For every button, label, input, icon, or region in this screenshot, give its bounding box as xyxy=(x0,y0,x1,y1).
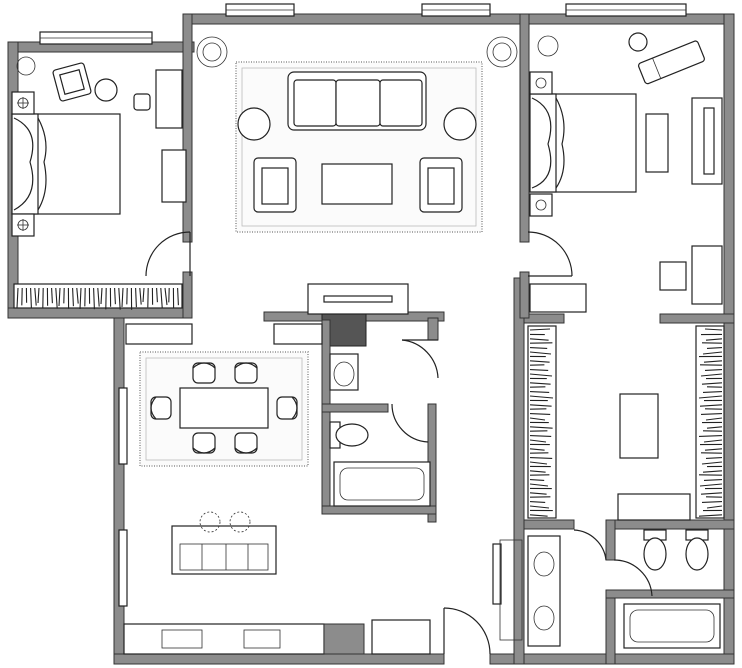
closet-west-rod xyxy=(16,287,179,310)
hanger xyxy=(121,287,124,308)
kitchen-island xyxy=(171,525,277,575)
hanger xyxy=(529,514,548,517)
hanger xyxy=(142,287,145,303)
dining-chair xyxy=(192,432,216,454)
hanger xyxy=(705,457,723,459)
hanger xyxy=(703,479,723,481)
hanger xyxy=(37,287,40,304)
hanger xyxy=(160,287,163,308)
hanger xyxy=(529,369,549,371)
hanger xyxy=(529,461,548,465)
hanger xyxy=(700,413,723,415)
dining-chair xyxy=(234,432,258,454)
hanger xyxy=(701,501,723,503)
dining-chair xyxy=(192,362,216,384)
hanger xyxy=(698,435,723,437)
hanger xyxy=(34,287,37,306)
hanger xyxy=(529,413,551,415)
hanger xyxy=(529,439,547,443)
windows xyxy=(39,3,687,607)
hanger xyxy=(97,287,100,307)
exterior-walls xyxy=(7,13,735,665)
hanger xyxy=(700,373,723,377)
hanger xyxy=(139,287,142,305)
hanger xyxy=(16,287,19,309)
dining-chair xyxy=(276,396,298,420)
hanger xyxy=(701,461,723,465)
hanger xyxy=(118,287,121,310)
hanger xyxy=(529,391,550,393)
closet-east xyxy=(527,325,725,521)
hanger xyxy=(79,287,82,310)
hanger xyxy=(529,373,553,377)
hanger xyxy=(705,338,723,341)
hanger xyxy=(703,360,723,363)
hanger xyxy=(702,391,723,393)
hanger xyxy=(529,417,546,421)
hanger xyxy=(703,439,723,443)
hanger xyxy=(705,417,723,421)
hanger xyxy=(700,492,723,495)
hanger xyxy=(30,287,32,309)
hanger xyxy=(529,338,549,341)
hanger xyxy=(156,287,158,303)
hanger xyxy=(135,287,137,308)
bathroom-east xyxy=(499,529,721,649)
hanger xyxy=(529,483,549,487)
hanger xyxy=(529,457,553,459)
hanger xyxy=(702,351,723,355)
dining-chair xyxy=(150,396,172,420)
hanger xyxy=(529,501,546,503)
hanger xyxy=(529,351,552,355)
hanger xyxy=(704,448,723,451)
hanger xyxy=(702,470,723,473)
hanger xyxy=(177,287,179,306)
hanger xyxy=(529,382,551,385)
hanger xyxy=(706,426,723,429)
hanger xyxy=(529,505,550,509)
hanger xyxy=(58,287,61,307)
hanger xyxy=(529,435,552,437)
hanger xyxy=(100,287,103,305)
hanger xyxy=(529,492,547,495)
hanger xyxy=(51,287,53,304)
hanger xyxy=(93,287,95,310)
dining-table xyxy=(179,387,269,429)
hanger xyxy=(529,360,550,363)
hanger xyxy=(699,404,723,407)
hanger xyxy=(706,505,723,509)
living-room xyxy=(196,36,518,315)
dining-chair xyxy=(234,362,258,384)
hanger xyxy=(164,287,168,306)
hanger xyxy=(704,328,723,331)
hanger xyxy=(529,347,548,349)
bathroom-center xyxy=(329,339,439,507)
hanger xyxy=(698,514,723,517)
hanger xyxy=(698,395,723,399)
hanger xyxy=(529,479,545,481)
hanger xyxy=(114,287,116,305)
hanger xyxy=(706,347,723,349)
hanger xyxy=(529,395,554,399)
hanger xyxy=(529,328,551,331)
hanger xyxy=(529,470,546,473)
hanger xyxy=(72,287,74,307)
hanger xyxy=(529,426,553,429)
hanger xyxy=(55,287,58,309)
hanger xyxy=(699,483,723,487)
bedroom-east xyxy=(527,32,723,313)
bedroom-west xyxy=(11,56,191,310)
hanger xyxy=(704,369,723,371)
dining-area xyxy=(123,323,491,655)
hanger xyxy=(529,404,552,407)
hanger xyxy=(76,287,79,304)
hanger xyxy=(701,382,723,385)
hanger xyxy=(529,448,545,451)
